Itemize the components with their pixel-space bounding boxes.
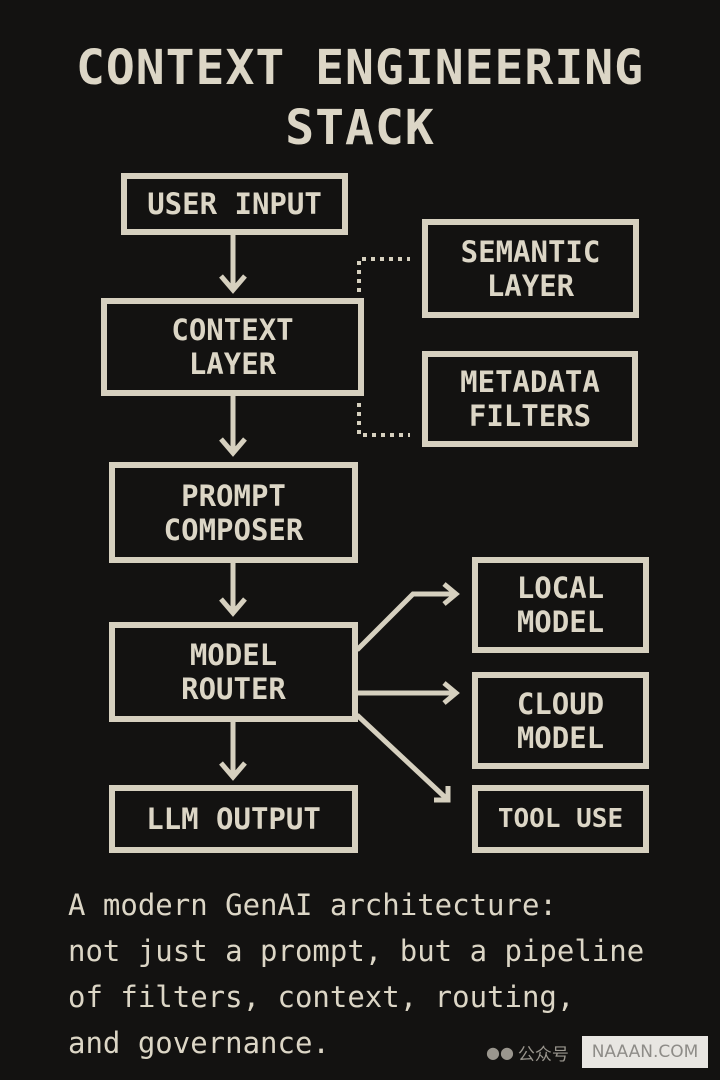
node-label: LAYER (486, 268, 575, 303)
node-label: COMPOSER (163, 512, 304, 547)
watermark: ●● 公众号 (486, 1036, 569, 1068)
arrow-prompt-to-router (219, 562, 247, 617)
node-label: USER INPUT (147, 187, 322, 221)
node-label: LAYER (188, 347, 277, 381)
caption-line: not just a prompt, but a pipeline (68, 934, 645, 968)
arrow-router-to-local (355, 582, 460, 652)
node-label: PROMPT (181, 478, 286, 513)
watermark-label: 公众号 (517, 1044, 569, 1065)
caption: A modern GenAI architecture: not just a … (68, 882, 644, 1066)
node-label: CLOUD (516, 686, 605, 721)
node-label: MODEL (516, 720, 605, 755)
dotted-link-metadata (357, 403, 410, 437)
node-label: METADATA (460, 365, 600, 399)
caption-line: and governance. (68, 1026, 330, 1060)
arrow-router-to-cloud (357, 681, 460, 705)
title-line-1: CONTEXT ENGINEERING (75, 40, 645, 96)
node-label: LOCAL (516, 571, 605, 605)
node-llm-output: LLM OUTPUT (109, 785, 358, 853)
title-line-2: STACK (285, 100, 435, 156)
caption-line: A modern GenAI architecture: (68, 888, 557, 922)
arrow-context-to-prompt (219, 395, 247, 457)
caption-line: of filters, context, routing, (68, 980, 575, 1014)
node-label: TOOL USE (497, 804, 624, 834)
node-label: SEMANTIC (460, 234, 601, 269)
node-label: ROUTER (181, 672, 286, 706)
node-user-input: USER INPUT (121, 173, 348, 235)
node-label: CONTEXT (171, 313, 294, 347)
node-label: MODEL (189, 638, 278, 672)
node-tool-use: TOOL USE (472, 785, 649, 853)
node-label: LLM OUTPUT (146, 802, 321, 836)
watermark-badge: NAAAN.COM (582, 1036, 708, 1068)
node-label: MODEL (516, 605, 605, 639)
dotted-link-semantic (357, 257, 410, 292)
arrow-router-to-tool (355, 713, 451, 803)
diagram-title: CONTEXT ENGINEERING STACK (0, 38, 720, 158)
arrow-user-to-context (219, 234, 247, 294)
arrow-router-to-output (219, 721, 247, 781)
node-label: FILTERS (468, 399, 592, 433)
wechat-icon: ●● (486, 1042, 514, 1062)
